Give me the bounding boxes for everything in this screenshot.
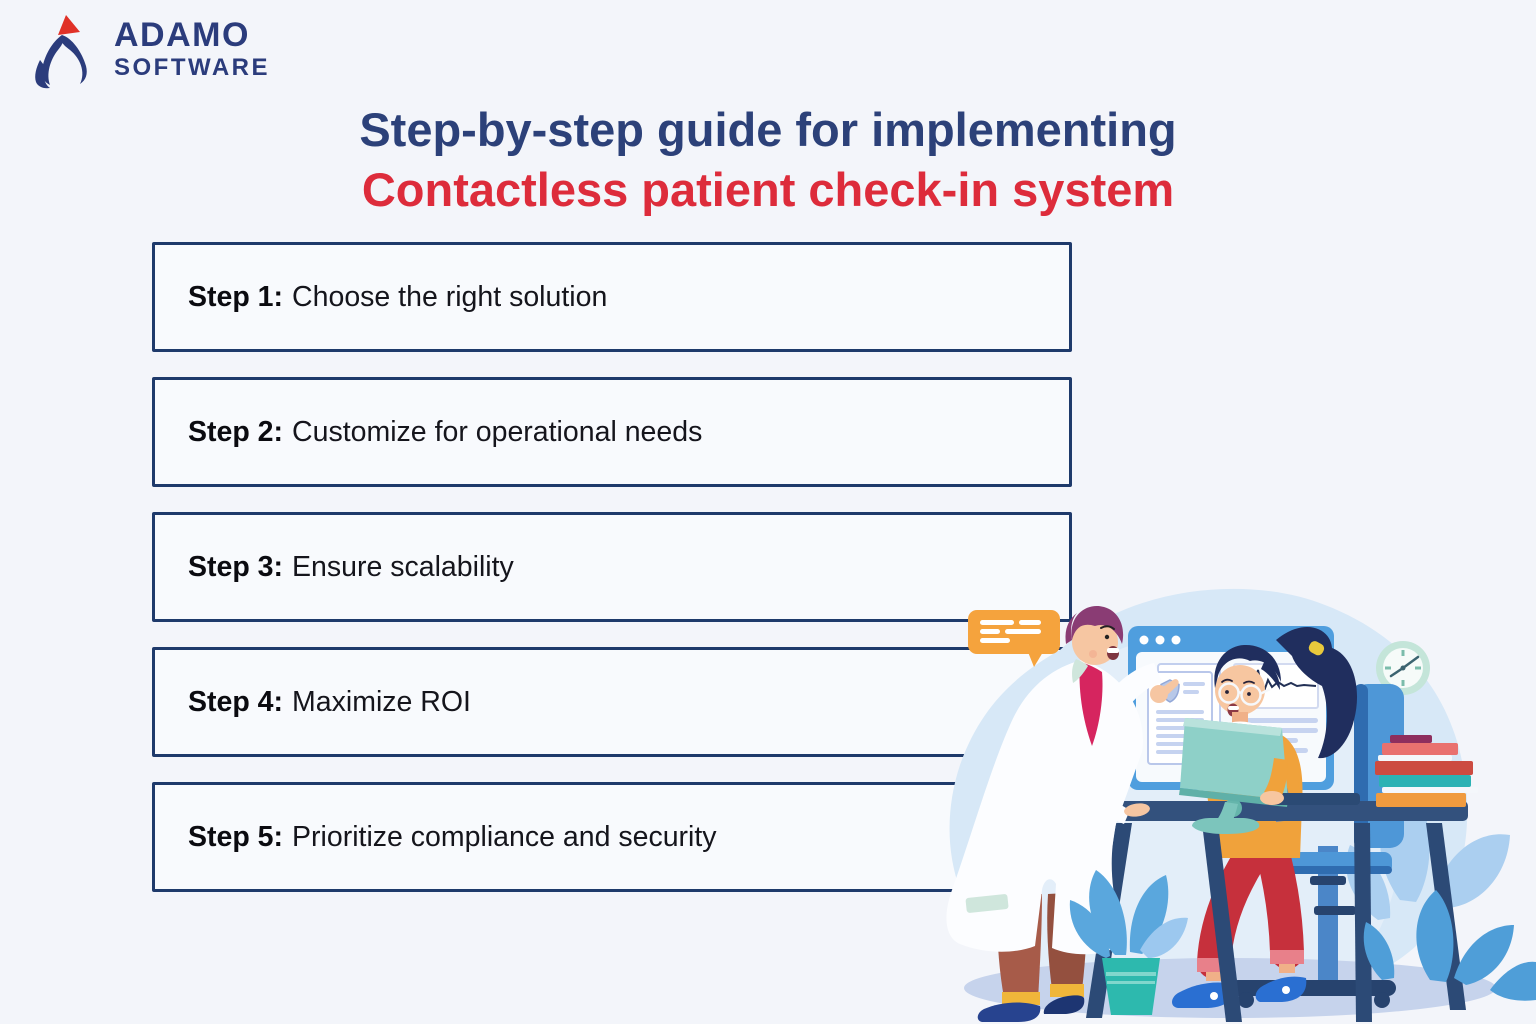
- plant-pot: [1069, 870, 1188, 1015]
- page-title-line2: Contactless patient check-in system: [361, 163, 1175, 217]
- step-1-label: Step 1:: [188, 280, 284, 313]
- adamo-logo-text: ADAMO SOFTWARE: [114, 18, 270, 80]
- adamo-logo: ADAMO SOFTWARE: [28, 8, 270, 90]
- step-3-box: Step 3: Ensure scalability: [152, 512, 1072, 622]
- step-5-text: Prioritize compliance and security: [292, 820, 717, 853]
- step-4-box: Step 4: Maximize ROI: [152, 647, 1072, 757]
- computer-monitor: [1179, 718, 1288, 834]
- desk: [1086, 801, 1468, 1022]
- sneaker: [1255, 976, 1307, 1002]
- logo-subtitle: SOFTWARE: [114, 54, 270, 81]
- step-3-label: Step 3:: [188, 550, 284, 583]
- office-illustration: [946, 588, 1536, 1022]
- step-2-text: Customize for operational needs: [292, 415, 703, 448]
- page-title: Step-by-step guide for implementing Cont…: [0, 100, 1536, 220]
- logo-name: ADAMO: [114, 16, 250, 54]
- sneaker: [1172, 982, 1235, 1008]
- keyboard: [1265, 793, 1360, 805]
- books-stack: [1375, 735, 1478, 807]
- page-title-line1: Step-by-step guide for implementing: [359, 103, 1177, 156]
- foreground-leaves: [1363, 890, 1536, 1001]
- doctor-shoe: [1043, 995, 1085, 1014]
- speech-bubble-icon: [968, 610, 1060, 667]
- adamo-logo-icon: [35, 15, 87, 89]
- step-3-text: Ensure scalability: [292, 550, 514, 583]
- step-1-text: Choose the right solution: [292, 280, 608, 313]
- glasses-icon: [1218, 682, 1271, 706]
- step-4-text: Maximize ROI: [292, 685, 471, 718]
- doctor-shoe: [977, 1002, 1041, 1022]
- step-2-box: Step 2: Customize for operational needs: [152, 377, 1072, 487]
- step-5-box: Step 5: Prioritize compliance and securi…: [152, 782, 1072, 892]
- step-2-label: Step 2:: [188, 415, 284, 448]
- step-5-label: Step 5:: [188, 820, 284, 853]
- receptionist-hand: [1260, 758, 1288, 805]
- step-4-label: Step 4:: [188, 685, 284, 718]
- wall-clock-icon: [1376, 641, 1430, 695]
- step-1-box: Step 1: Choose the right solution: [152, 242, 1072, 352]
